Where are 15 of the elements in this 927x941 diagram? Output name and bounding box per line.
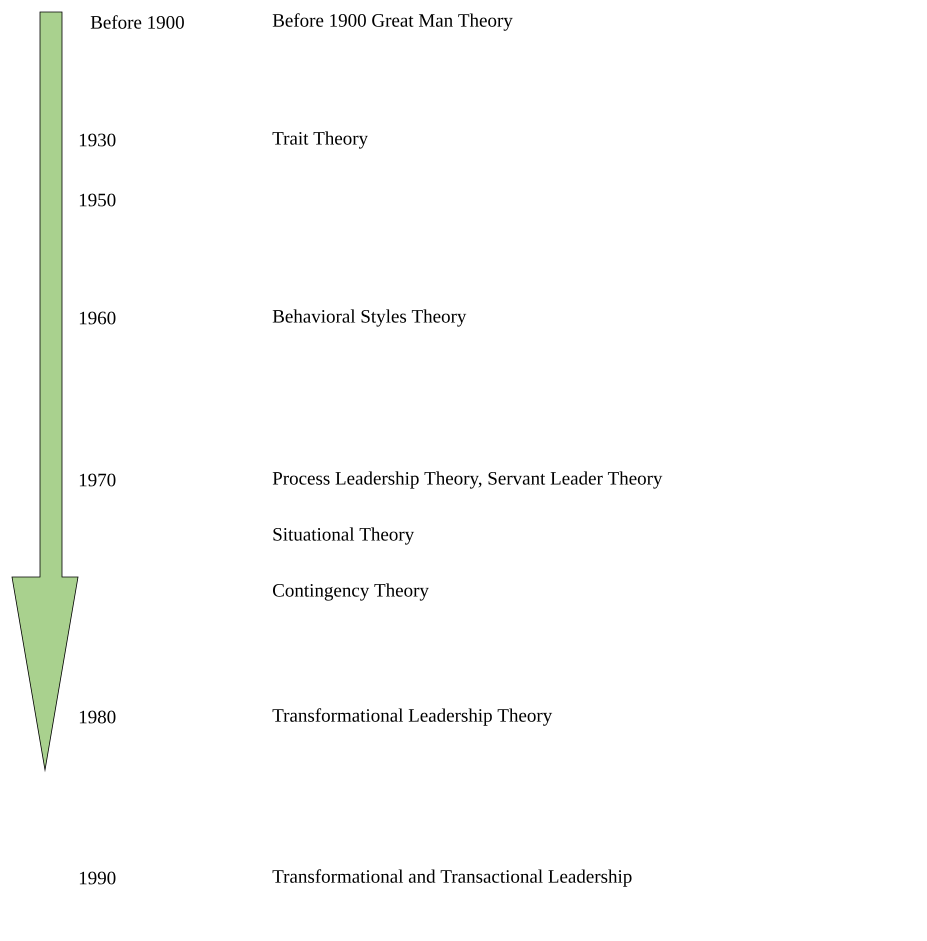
year-label: 1980	[80, 710, 116, 724]
year-label: Before 1900	[90, 15, 184, 29]
theory-label: Transformational and Transactional Leadership	[272, 869, 632, 887]
theory-label: Contingency Theory	[272, 583, 429, 601]
year-label: 1930	[80, 134, 116, 146]
theory-label: Before 1900 Great Man Theory	[272, 13, 513, 31]
year-label: 1950	[80, 194, 116, 206]
theory-label: Situational Theory	[273, 527, 414, 545]
theory-label: Transformational Leadership Theory	[272, 708, 552, 726]
theory-label: Behavioral Styles Theory	[272, 309, 466, 327]
theory-label: Process Leadership Theory, Servant Leader Theory	[272, 471, 662, 489]
year-label: 1970	[80, 474, 116, 486]
year-label: 1960	[80, 312, 116, 324]
theory-label: Trait Theory	[272, 131, 368, 149]
year-label: 1990	[80, 872, 116, 884]
